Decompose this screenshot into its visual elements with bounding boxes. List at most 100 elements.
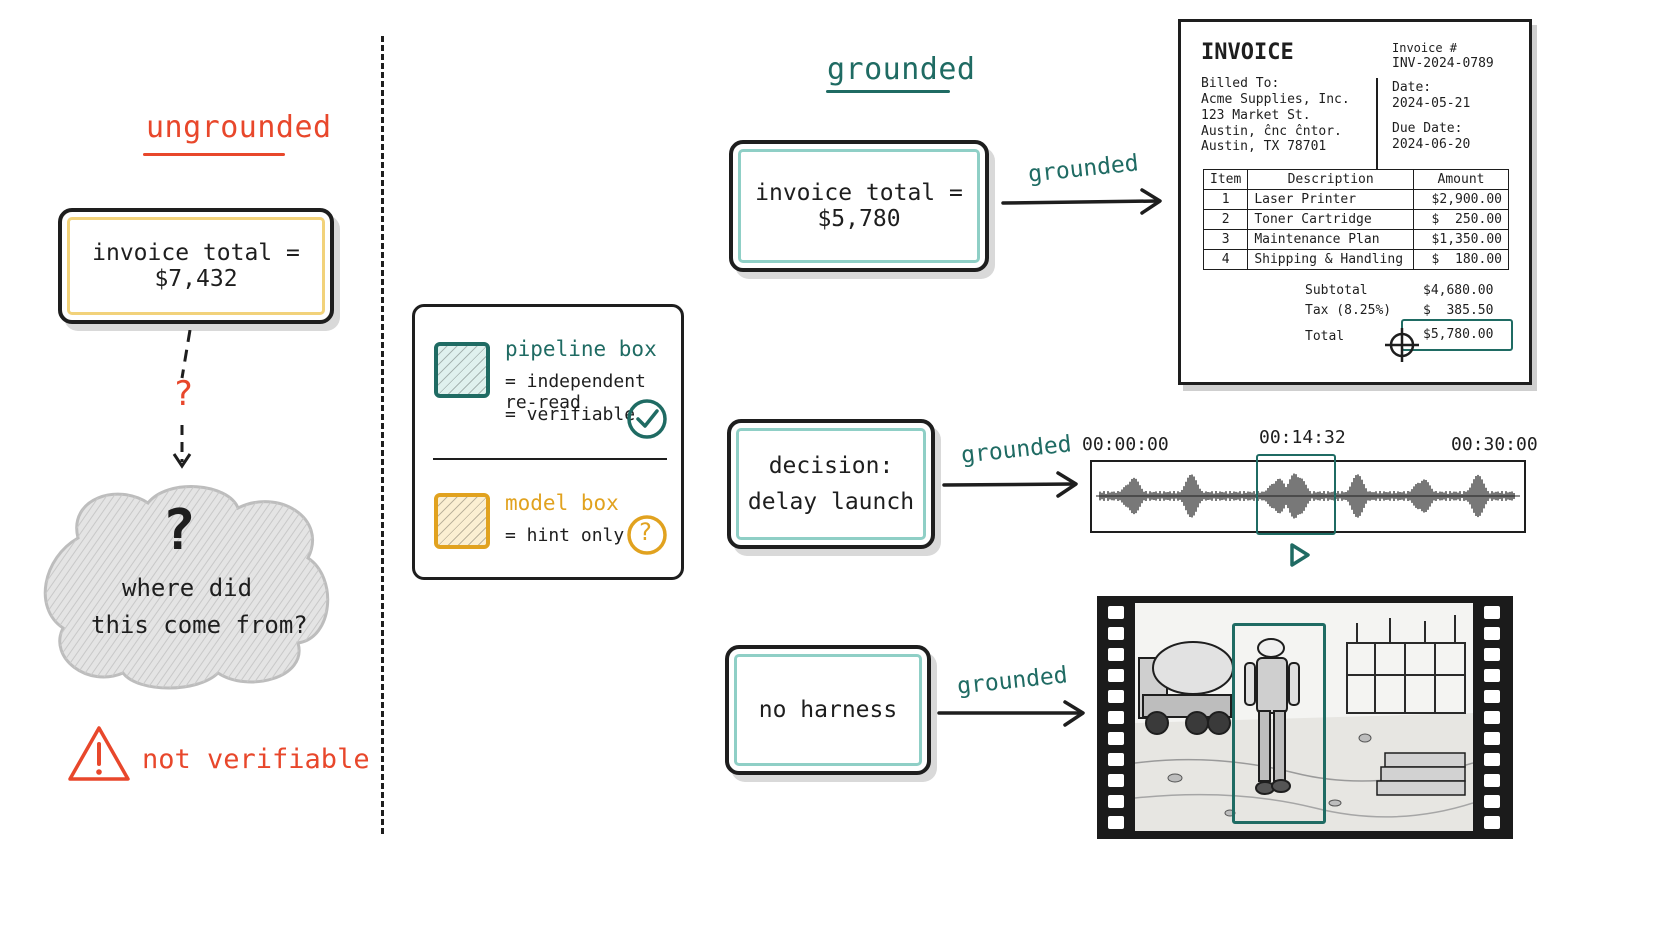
sprocket-hole: [1484, 627, 1500, 640]
table-row: 2 Toner Cartridge $ 250.00: [1202, 209, 1509, 230]
arrow-to-video: [937, 700, 1085, 727]
sprocket-hole: [1108, 627, 1124, 640]
row-amount: $ 180.00: [1413, 249, 1509, 270]
audio-start-time: 00:00:00: [1082, 434, 1169, 455]
sprocket-hole: [1108, 648, 1124, 661]
row-desc: Laser Printer: [1247, 189, 1414, 210]
due-date: 2024-06-20: [1392, 137, 1471, 152]
audio-segment-highlight: [1256, 454, 1336, 535]
row-item: 2: [1202, 209, 1249, 230]
subtotal-label: Subtotal: [1305, 283, 1368, 298]
tax-value: $ 385.50: [1423, 303, 1494, 318]
arrow-to-invoice: [1001, 188, 1162, 215]
col-amount: Amount: [1413, 169, 1509, 190]
sprocket-hole: [1108, 774, 1124, 787]
invoice-title: INVOICE: [1201, 40, 1294, 65]
sprocket-hole: [1484, 648, 1500, 661]
billed-to-label: Billed To:: [1201, 76, 1280, 91]
ungrounded-heading: ungrounded: [146, 110, 332, 145]
col-item: Item: [1202, 169, 1249, 190]
grounded-claim-box-invoice: invoice total = $5,780: [729, 140, 989, 272]
sprocket-hole: [1484, 753, 1500, 766]
audio-waveform-panel: [1090, 460, 1526, 533]
row-amount: $2,900.00: [1413, 189, 1509, 210]
total-label: Total: [1305, 329, 1345, 344]
ungrounded-question-mark: ?: [173, 374, 194, 414]
verified-check-icon: [627, 399, 667, 439]
invoice-date-label: Date:: [1392, 80, 1432, 95]
video-filmstrip: [1097, 596, 1513, 839]
model-box-line1: = hint only: [505, 525, 625, 546]
grounded-heading: grounded: [827, 52, 976, 87]
arrow-label-audio: grounded: [959, 431, 1073, 469]
audio-waveform: [1096, 473, 1520, 519]
ungrounded-dashed-arrow: [172, 330, 192, 469]
invoice-number: INV-2024-0789: [1392, 56, 1494, 71]
filmstrip-sprockets-right: [1480, 598, 1506, 837]
table-row: 4 Shipping & Handling $ 180.00: [1202, 249, 1509, 270]
table-row: 3 Maintenance Plan $1,350.00: [1202, 229, 1509, 250]
billed-line-3: Austin, ĉnc ĉntor.: [1201, 124, 1342, 139]
sprocket-hole: [1108, 669, 1124, 682]
cloud-caption-line2: this come from?: [91, 611, 308, 639]
uncertainty-cloud-icon: [43, 485, 330, 690]
sprocket-hole: [1108, 795, 1124, 808]
due-date-label: Due Date:: [1392, 121, 1463, 136]
filmstrip-sprockets-left: [1104, 598, 1130, 837]
billed-line-1: Acme Supplies, Inc.: [1201, 92, 1350, 107]
tax-label: Tax (8.25%): [1305, 303, 1392, 318]
audio-end-time: 00:30:00: [1451, 434, 1538, 455]
sprocket-hole: [1108, 816, 1124, 829]
legend-panel: pipeline box = independent re-read = ver…: [412, 304, 684, 580]
row-item: 1: [1202, 189, 1249, 210]
arrow-label-video: grounded: [955, 662, 1069, 700]
decision-line1: decision:: [768, 453, 894, 479]
pipeline-box-line1: = independent re-read: [505, 371, 646, 413]
sprocket-hole: [1484, 774, 1500, 787]
sprocket-hole: [1484, 816, 1500, 829]
invoice-number-label: Invoice #: [1392, 41, 1458, 55]
sprocket-hole: [1108, 753, 1124, 766]
harness-claim-text: no harness: [758, 697, 898, 723]
cloud-question-mark: ?: [162, 498, 196, 563]
ungrounded-claim-box: invoice total = $7,432: [58, 208, 334, 324]
arrow-to-audio: [942, 471, 1078, 498]
construction-site-frame: [1135, 603, 1473, 831]
row-amount: $1,350.00: [1413, 229, 1509, 250]
sprocket-hole: [1484, 690, 1500, 703]
grounded-claim-box-decision: decision: delay launch: [727, 419, 935, 549]
sprocket-hole: [1484, 606, 1500, 619]
grounded-claim-text-invoice: invoice total = $5,780: [755, 180, 963, 232]
sprocket-hole: [1484, 669, 1500, 682]
sprocket-hole: [1108, 606, 1124, 619]
row-desc: Shipping & Handling: [1247, 249, 1414, 270]
billed-line-2: 123 Market St.: [1201, 108, 1311, 123]
hint-question-icon: [627, 515, 667, 555]
pipeline-box-line2: = verifiable: [505, 404, 636, 425]
sprocket-hole: [1484, 711, 1500, 724]
total-value: $5,780.00: [1423, 327, 1494, 342]
row-desc: Maintenance Plan: [1247, 229, 1414, 250]
invoice-line-items-table: Item Description Amount 1 Laser Printer …: [1202, 169, 1509, 270]
arrow-label-invoice: grounded: [1026, 150, 1140, 188]
row-item: 3: [1202, 229, 1249, 250]
audio-marker-time: 00:14:32: [1259, 427, 1346, 448]
play-icon[interactable]: [1287, 541, 1313, 569]
sprocket-hole: [1108, 690, 1124, 703]
invoice-header-divider: [1376, 78, 1378, 170]
ungrounded-claim-text: invoice total = $7,432: [92, 240, 300, 292]
legend-separator: [433, 458, 667, 460]
section-divider: [381, 36, 384, 834]
subtotal-value: $4,680.00: [1423, 283, 1494, 298]
table-row: 1 Laser Printer $2,900.00: [1202, 189, 1509, 210]
pipeline-box-swatch-icon: [434, 342, 490, 398]
row-item: 4: [1202, 249, 1249, 270]
hint-question-mark: ?: [638, 518, 653, 546]
warning-icon: [68, 726, 130, 781]
grounded-claim-box-harness: no harness: [725, 645, 931, 775]
grounded-underline: [826, 90, 950, 93]
model-box-title: model box: [505, 491, 619, 515]
row-desc: Toner Cartridge: [1247, 209, 1414, 230]
ungrounded-underline: [143, 153, 285, 156]
worker-highlight-box: [1232, 623, 1326, 824]
